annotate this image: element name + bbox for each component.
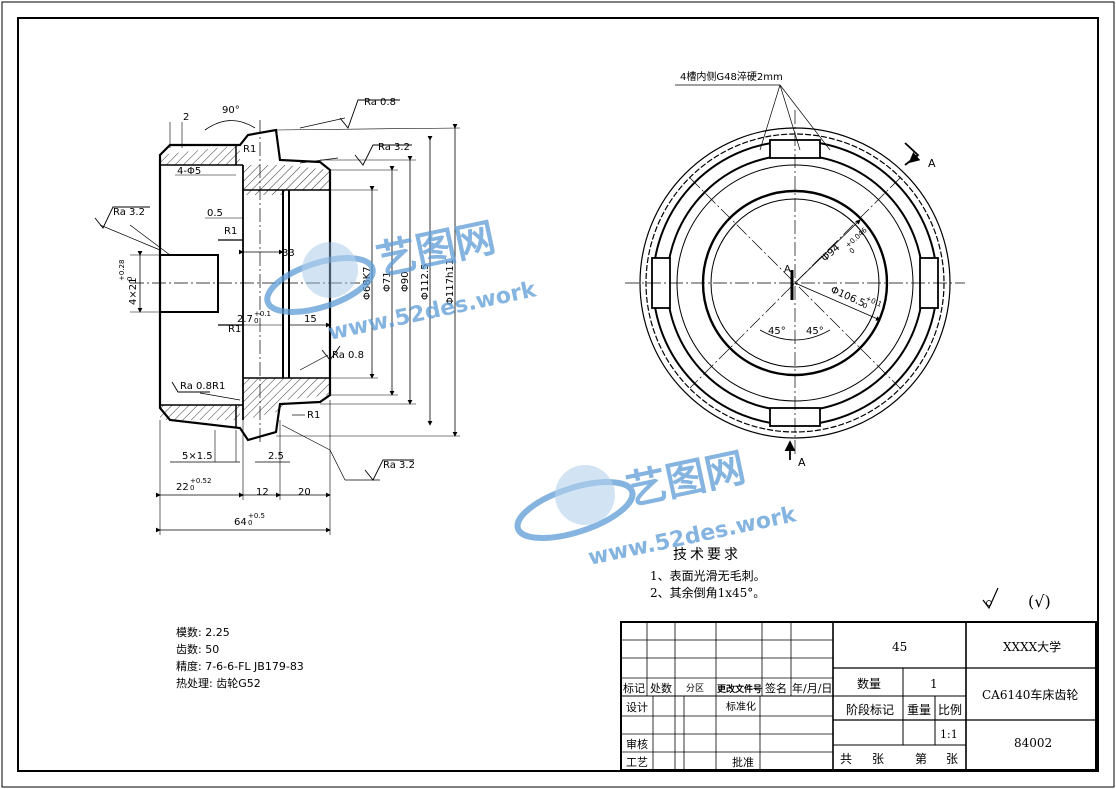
dim-33: 33 <box>282 248 295 259</box>
part-name: CA6140车床齿轮 <box>982 687 1078 702</box>
dim-d94-tol2: 0 <box>848 247 857 256</box>
dim-4x21-tol: +0.28 <box>118 260 126 281</box>
qty-value: 1 <box>930 677 938 691</box>
dim-0.5: 0.5 <box>207 208 223 219</box>
dim-2.5: 2.5 <box>268 451 284 462</box>
dim-15: 15 <box>304 314 317 325</box>
label-a-center: A <box>784 264 791 275</box>
row-review: 审核 <box>626 737 648 751</box>
dim-d71: Φ71 <box>382 271 393 292</box>
dim-2.7-tol: +0.1 <box>254 310 271 318</box>
row-standard: 标准化 <box>726 700 756 713</box>
stage-label: 阶段标记 <box>846 702 894 717</box>
section-a-bottom: A <box>798 456 806 469</box>
hdr-doc: 更改文件号 <box>717 683 762 695</box>
svg-text:艺图网: 艺图网 <box>623 445 750 515</box>
watermark-2: 艺图网 www.52des.work <box>514 445 800 571</box>
dim-22: 22 <box>176 482 189 493</box>
section-a-top: A <box>928 157 936 170</box>
hdr-count: 处数 <box>650 682 672 695</box>
scale-label: 比例 <box>938 703 962 717</box>
svg-text:艺图网: 艺图网 <box>373 215 500 285</box>
front-view <box>625 84 965 460</box>
dim-20: 20 <box>298 487 311 498</box>
tech-requirements: 技术要求 1、表面光滑无毛刺。 2、其余倒角1x45°。 <box>650 547 766 600</box>
material: 45 <box>892 640 907 654</box>
row-approve: 批准 <box>732 755 754 769</box>
row-process: 工艺 <box>626 756 648 769</box>
hdr-mark: 标记 <box>623 681 645 695</box>
gear-parameters: 模数: 2.25 齿数: 50 精度: 7-6-6-FL JB179-83 热处… <box>176 626 304 690</box>
angle-45-right: 45° <box>806 326 824 337</box>
ra-0.8-bot: Ra 0.8 <box>180 381 212 392</box>
param-precision: 精度: 7-6-6-FL JB179-83 <box>176 659 304 673</box>
hdr-sign: 签名 <box>765 681 787 695</box>
qty-label: 数量 <box>857 676 881 691</box>
dim-22-tol2: 0 <box>190 484 194 492</box>
ra-0.8-mid: Ra 0.8 <box>332 350 364 361</box>
r1-low: R1 <box>228 324 241 335</box>
tech-title: 技术要求 <box>673 547 741 563</box>
param-heat: 热处理: 齿轮G52 <box>176 676 261 690</box>
drawing-number: 84002 <box>1014 736 1052 750</box>
dim-12: 12 <box>256 487 269 498</box>
tech-item-2: 2、其余倒角1x45°。 <box>650 585 765 600</box>
dim-4x21-tol2: 0 <box>126 277 134 281</box>
dim-22-tol: +0.52 <box>190 477 211 485</box>
sheet-unit: 张 <box>946 752 958 766</box>
dim-2.7-tol2: 0 <box>254 317 258 325</box>
title-block-text: 45 XXXX大学 数量 1 CA6140车床齿轮 阶段标记 重量 比例 1:1… <box>623 639 1078 769</box>
dim-4x21: 4×21 <box>128 278 139 305</box>
dim-d106.5-tol2: 0 <box>861 302 868 311</box>
title-block <box>620 621 1097 771</box>
dim-64-tol2: 0 <box>248 519 252 527</box>
dim-64-tol: +0.5 <box>248 512 265 520</box>
sheets-unit: 张 <box>872 752 884 766</box>
dim-d90: Φ90 <box>400 271 411 292</box>
r1-bot: R1 <box>212 381 225 392</box>
hdr-zone: 分区 <box>686 683 704 694</box>
r1-mid: R1 <box>224 226 237 237</box>
watermark-1: 艺图网 www.52des.work <box>264 215 540 346</box>
surface-roughness-note: (√) <box>982 587 1051 611</box>
holes-4xd5: 4-Φ5 <box>177 166 201 177</box>
ra-0.8-top: Ra 0.8 <box>364 97 396 108</box>
dim-2: 2 <box>183 112 189 123</box>
r1-top: R1 <box>243 144 256 155</box>
ra-3.2-bot: Ra 3.2 <box>383 460 415 471</box>
row-design: 设计 <box>626 701 648 714</box>
dim-d94: Φ94 <box>820 242 843 264</box>
ra-3.2-left: Ra 3.2 <box>113 207 145 218</box>
dim-d117h11: Φ117h11 <box>445 259 456 305</box>
section-dimensions: 2 90° Ra 0.8 Ra 3.2 Ra 3.2 R1 4-Φ5 0.5 R… <box>113 97 456 528</box>
section-view <box>94 99 461 535</box>
dim-d112.5: Φ112.5 <box>420 264 431 301</box>
dim-5x1.5: 5×1.5 <box>182 451 213 462</box>
slot-note: 4槽内侧G48淬硬2mm <box>680 70 783 83</box>
dim-64: 64 <box>234 517 247 528</box>
tech-item-1: 1、表面光滑无毛刺。 <box>650 569 766 583</box>
weight-label: 重量 <box>907 703 931 717</box>
school-name: XXXX大学 <box>1003 639 1061 654</box>
param-module: 模数: 2.25 <box>176 626 230 639</box>
param-teeth: 齿数: 50 <box>176 643 219 656</box>
dim-90deg: 90° <box>222 105 240 116</box>
hdr-date: 年/月/日 <box>792 681 832 695</box>
ra-3.2-top: Ra 3.2 <box>378 142 410 153</box>
dim-2.7: 2.7 <box>237 314 253 325</box>
angle-45-left: 45° <box>768 326 786 337</box>
surface-symbol: (√) <box>1028 592 1051 611</box>
r1-right: R1 <box>307 410 320 421</box>
sheets-total: 共 <box>840 752 852 766</box>
sheet-no: 第 <box>915 752 927 766</box>
inner-frame <box>17 17 1099 772</box>
scale-value: 1:1 <box>940 728 958 741</box>
